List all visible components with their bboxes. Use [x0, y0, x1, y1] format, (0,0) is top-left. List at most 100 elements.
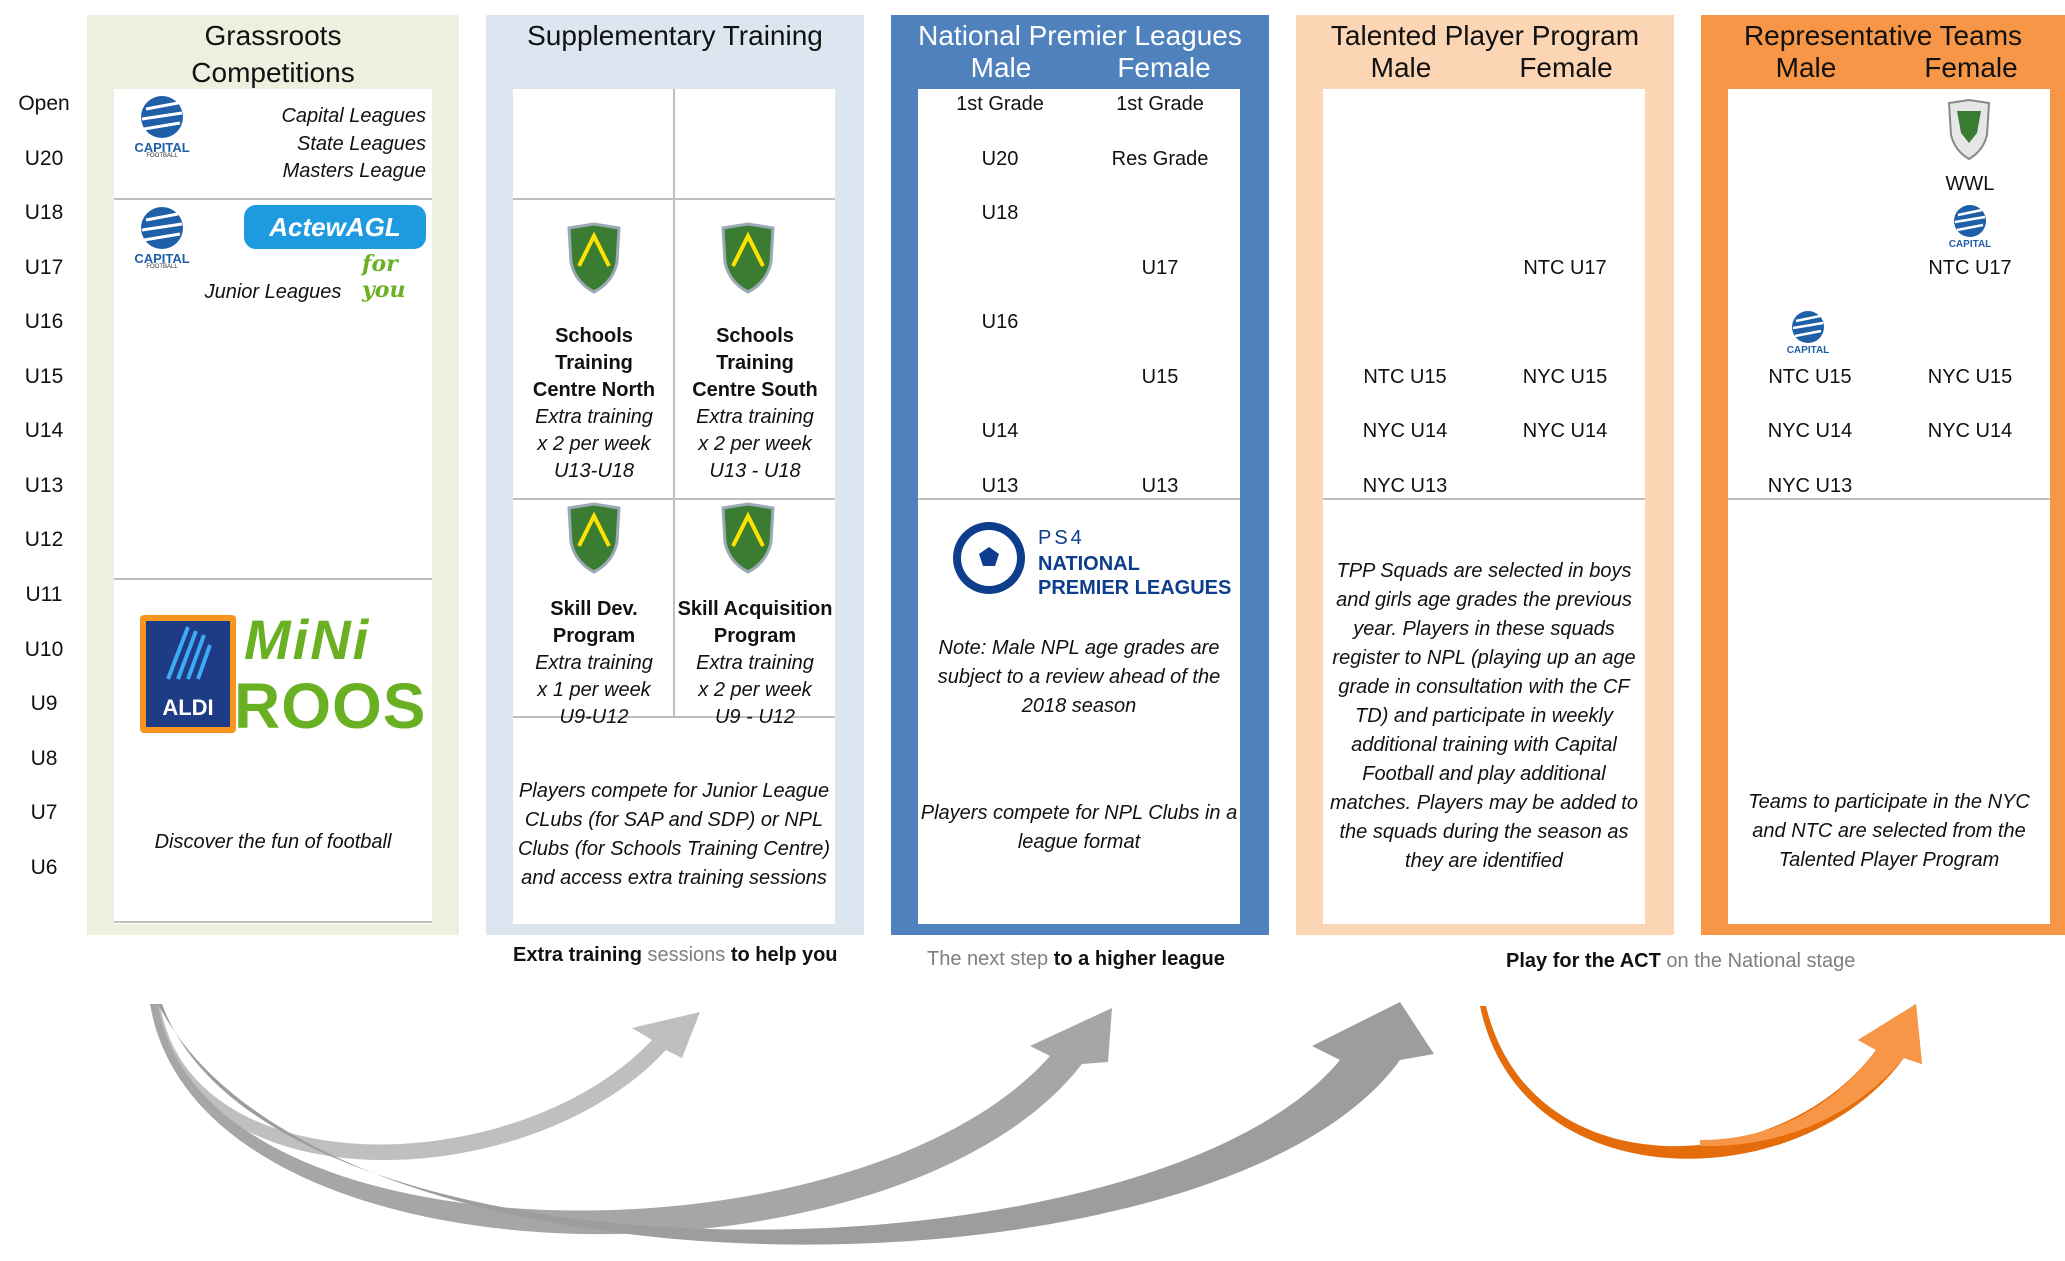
program-skill-dev: Skill Dev. Program Extra training x 1 pe…	[513, 596, 675, 731]
program-skill-acquisition: Skill Acquisition Program Extra training…	[675, 596, 835, 731]
rep-note: Teams to participate in the NYC and NTC …	[1728, 788, 2050, 875]
footer-part: to a higher league	[1053, 948, 1225, 970]
program-detail-line: Extra training	[696, 406, 814, 428]
program-name-line: Program	[713, 625, 797, 647]
arrow-to-tpp	[158, 1002, 1434, 1245]
divider	[114, 198, 432, 200]
program-detail-line: Extra training	[696, 652, 814, 674]
capital-logo-text: CAPITAL	[1948, 239, 1992, 250]
age-label-u12: U12	[24, 528, 64, 551]
divider	[513, 716, 835, 718]
npl-male-grade: 1st Grade	[956, 93, 1044, 115]
npl-female-grade: U17	[1141, 257, 1179, 279]
note-line: and girls age grades the previous	[1336, 589, 1632, 611]
program-detail-line: x 2 per week	[698, 433, 812, 455]
aldi-logo-inner: ALDI	[146, 621, 230, 727]
rep-panel: WWL CAPITAL CAPITAL NTC U15 NYC U14 NYC …	[1728, 89, 2050, 924]
canberra-shield-icon	[721, 222, 775, 294]
divider	[513, 198, 835, 200]
npl-female-label: Female	[1117, 52, 1211, 83]
capital-logo-text: CAPITAL	[134, 140, 190, 155]
divider	[513, 498, 835, 500]
grassroots-panel: CAPITAL FOOTBALL Capital Leagues State L…	[114, 89, 432, 924]
age-label-u18: U18	[24, 201, 64, 224]
program-name-line: Training	[555, 352, 633, 374]
npl-column: National Premier Leagues Male Female 1st…	[891, 15, 1269, 935]
canberra-shield-icon	[567, 222, 621, 294]
program-detail-line: U13-U18	[553, 460, 635, 482]
program-detail-line: x 2 per week	[537, 433, 651, 455]
program-name-line: Training	[716, 352, 794, 374]
note-line: TPP Squads are selected in boys	[1336, 560, 1632, 582]
program-detail-line: Extra training	[535, 652, 653, 674]
capital-logo-sub: FOOTBALL	[146, 153, 178, 159]
age-label-u10: U10	[24, 638, 64, 661]
divider	[1323, 498, 1645, 500]
tpp-female-label: Female	[1519, 52, 1613, 83]
aldi-logo-text: ALDI	[162, 695, 214, 720]
capital-football-logo: CAPITAL	[1944, 203, 1996, 255]
tpp-panel: NTC U15 NYC U14 NYC U13 NTC U17 NYC U15 …	[1323, 89, 1645, 924]
program-name-line: Centre North	[532, 379, 656, 401]
supplementary-column: Supplementary Training Schools Training …	[486, 15, 864, 935]
rep-female-label: Female	[1924, 52, 2018, 83]
note-line: Talented Player Program	[1778, 849, 2000, 871]
note-line: additional training with Capital	[1351, 734, 1617, 756]
npl-female-grade: U13	[1141, 475, 1179, 497]
note-line: Football and play additional	[1362, 763, 1606, 785]
capital-leagues-label: Capital Leagues	[281, 105, 426, 127]
rep-male-entry: NYC U14	[1767, 420, 1853, 442]
program-detail-line: Extra training	[535, 406, 653, 428]
note-line: matches. Players may be added to	[1330, 792, 1638, 814]
note-line: TD) and participate in weekly	[1355, 705, 1613, 727]
age-label-u13: U13	[24, 474, 64, 497]
note-line: subject to a review ahead of the	[937, 666, 1221, 688]
note-line: Players compete for NPL Clubs in a	[920, 802, 1238, 824]
grassroots-title-line2: Competitions	[191, 57, 355, 88]
note-line: year. Players in these squads	[1353, 618, 1615, 640]
supplementary-title: Supplementary Training	[527, 20, 823, 51]
capital-logo-text: CAPITAL	[134, 251, 190, 266]
wwl-label: WWL	[1945, 173, 1995, 195]
npl-panel: 1st Grade U20 U18 U16 U14 U13 1st Grade …	[918, 89, 1240, 924]
divider	[673, 89, 675, 717]
footer-part: Extra training	[513, 944, 642, 966]
aldi-logo: ALDI	[140, 615, 236, 733]
supplementary-panel: Schools Training Centre North Extra trai…	[513, 89, 835, 924]
npl-logo-ps4: PS4	[1038, 527, 1085, 549]
program-detail-line: U9-U12	[559, 706, 629, 728]
note-line: Note: Male NPL age grades are	[938, 637, 1220, 659]
capital-logo-text: CAPITAL	[1786, 345, 1830, 356]
npl-male-grade: U13	[981, 475, 1019, 497]
capital-football-logo: CAPITAL	[1782, 309, 1834, 361]
actewagl-tagline: for you	[362, 251, 406, 303]
program-name-line: Skill Dev.	[550, 598, 638, 620]
tpp-title: Talented Player Program	[1330, 20, 1640, 51]
capital-football-logo: CAPITAL FOOTBALL	[128, 95, 196, 159]
actewagl-logo: ActewAGL	[244, 205, 426, 249]
note-line: the squads during the season as	[1339, 821, 1629, 843]
tpp-male-entry: NTC U15	[1363, 366, 1447, 388]
rep-column: Representative Teams Male Female WWL CAP…	[1701, 15, 2065, 935]
age-label-u20: U20	[24, 147, 64, 170]
state-leagues-label: State Leagues	[297, 133, 426, 155]
npl-male-grade: U16	[981, 311, 1019, 333]
program-detail-line: x 2 per week	[698, 679, 812, 701]
footer-part: to help you	[730, 944, 838, 966]
divider	[918, 498, 1240, 500]
npl-female-grade: U15	[1141, 366, 1179, 388]
supplementary-footer: Extra training sessions to help you	[513, 944, 838, 967]
miniroos-caption: Discover the fun of football	[154, 831, 392, 853]
age-label-u15: U15	[24, 365, 64, 388]
note-line: and access extra training sessions	[521, 867, 827, 889]
arrow-to-rep-highlight	[1700, 1004, 1922, 1147]
tpp-note: TPP Squads are selected in boys and girl…	[1323, 557, 1645, 876]
canberra-shield-icon	[567, 502, 621, 574]
npl-male-grade: U18	[981, 202, 1019, 224]
actewagl-logo-text: ActewAGL	[269, 212, 401, 242]
program-name-line: Centre South	[692, 379, 818, 401]
footer-part: on the National stage	[1660, 950, 1856, 972]
program-name-line: Skill Acquisition	[677, 598, 833, 620]
npl-logo-line2: PREMIER LEAGUES	[1038, 577, 1232, 599]
age-label-u17: U17	[24, 256, 64, 279]
